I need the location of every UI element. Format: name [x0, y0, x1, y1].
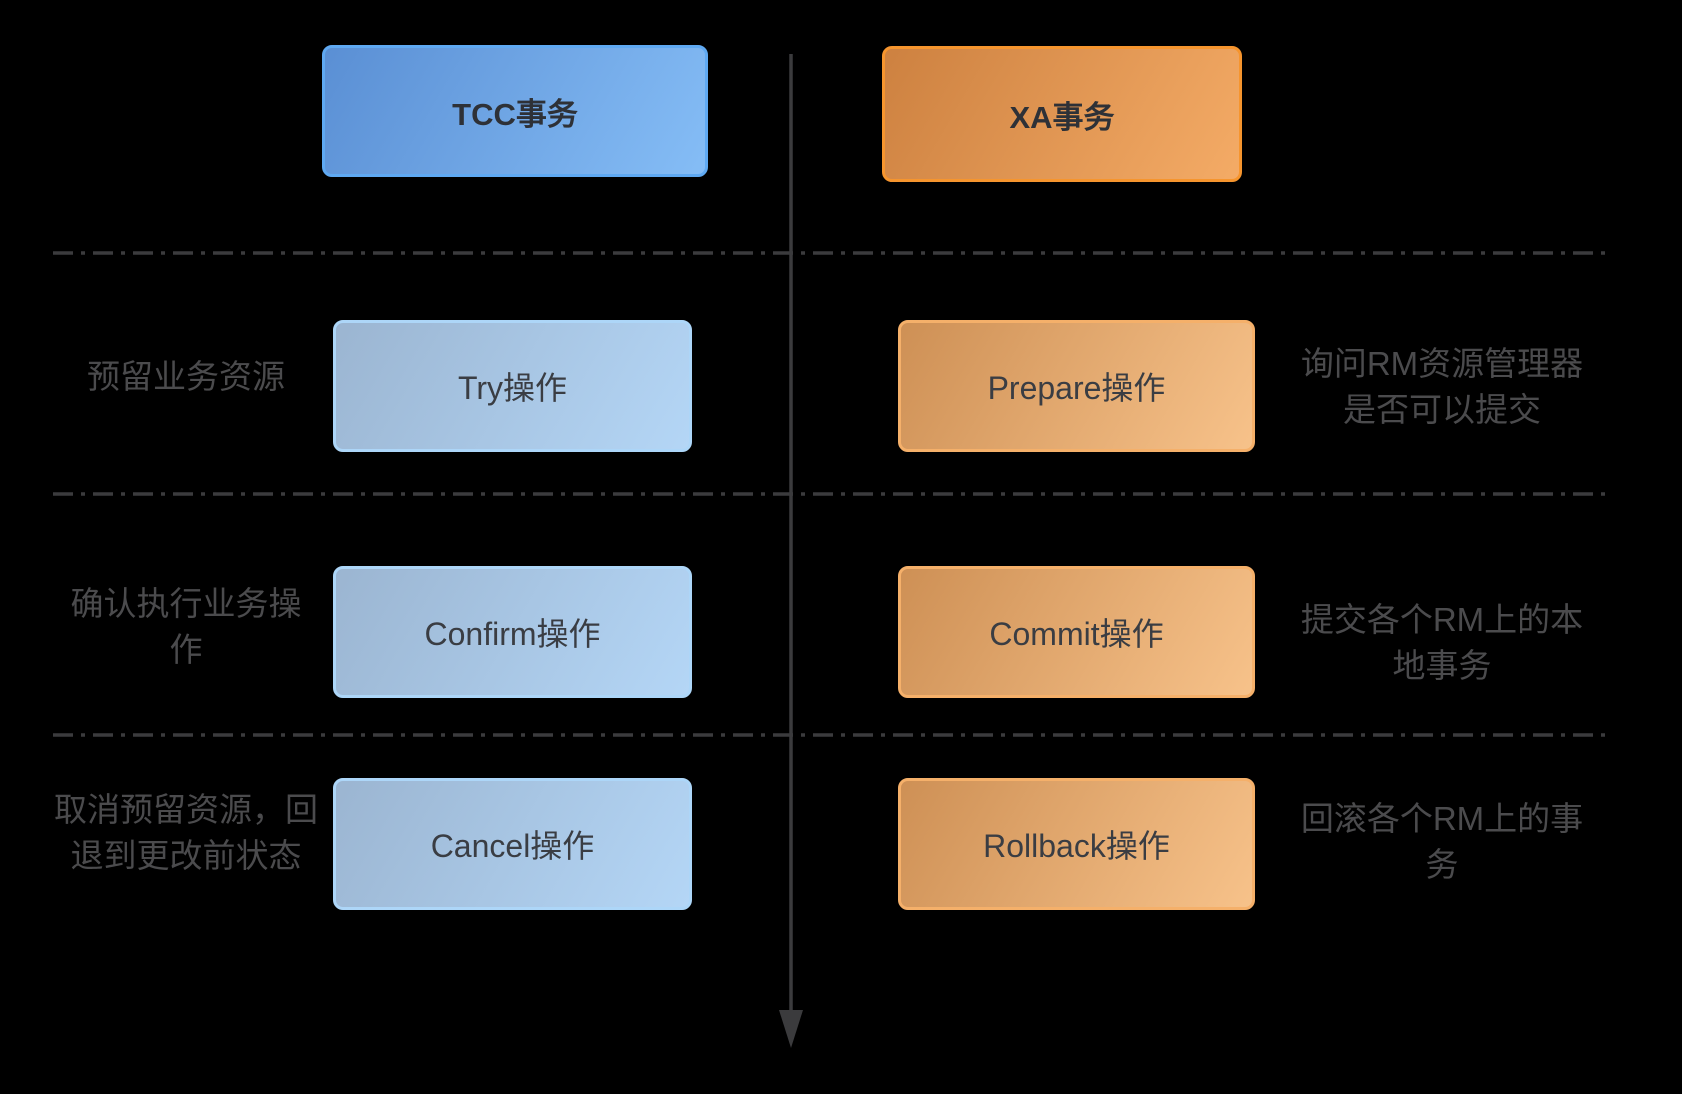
xa-header: XA事务 [882, 46, 1242, 182]
tcc-header: TCC事务 [322, 45, 708, 177]
row2-right-label: 提交各个RM上的本 地事务 [1300, 601, 1584, 684]
xa-step-rollback: Rollback操作 [898, 778, 1255, 910]
xa-step-prepare: Prepare操作 [898, 320, 1255, 452]
tcc-step-confirm: Confirm操作 [333, 566, 692, 698]
row1-right-label: 询问RM资源管理器 是否可以提交 [1300, 345, 1584, 428]
tcc-step-try: Try操作 [333, 320, 692, 452]
row3-left-label: 取消预留资源，回 退到更改前状态 [54, 791, 318, 874]
timeline-arrow-head [779, 1010, 803, 1048]
row2-left-label: 确认执行业务操 作 [70, 585, 302, 668]
row1-left-label: 预留业务资源 [87, 358, 285, 395]
xa-step-commit: Commit操作 [898, 566, 1255, 698]
tcc-step-cancel: Cancel操作 [333, 778, 692, 910]
row3-right-label: 回滚各个RM上的事 务 [1300, 800, 1584, 883]
